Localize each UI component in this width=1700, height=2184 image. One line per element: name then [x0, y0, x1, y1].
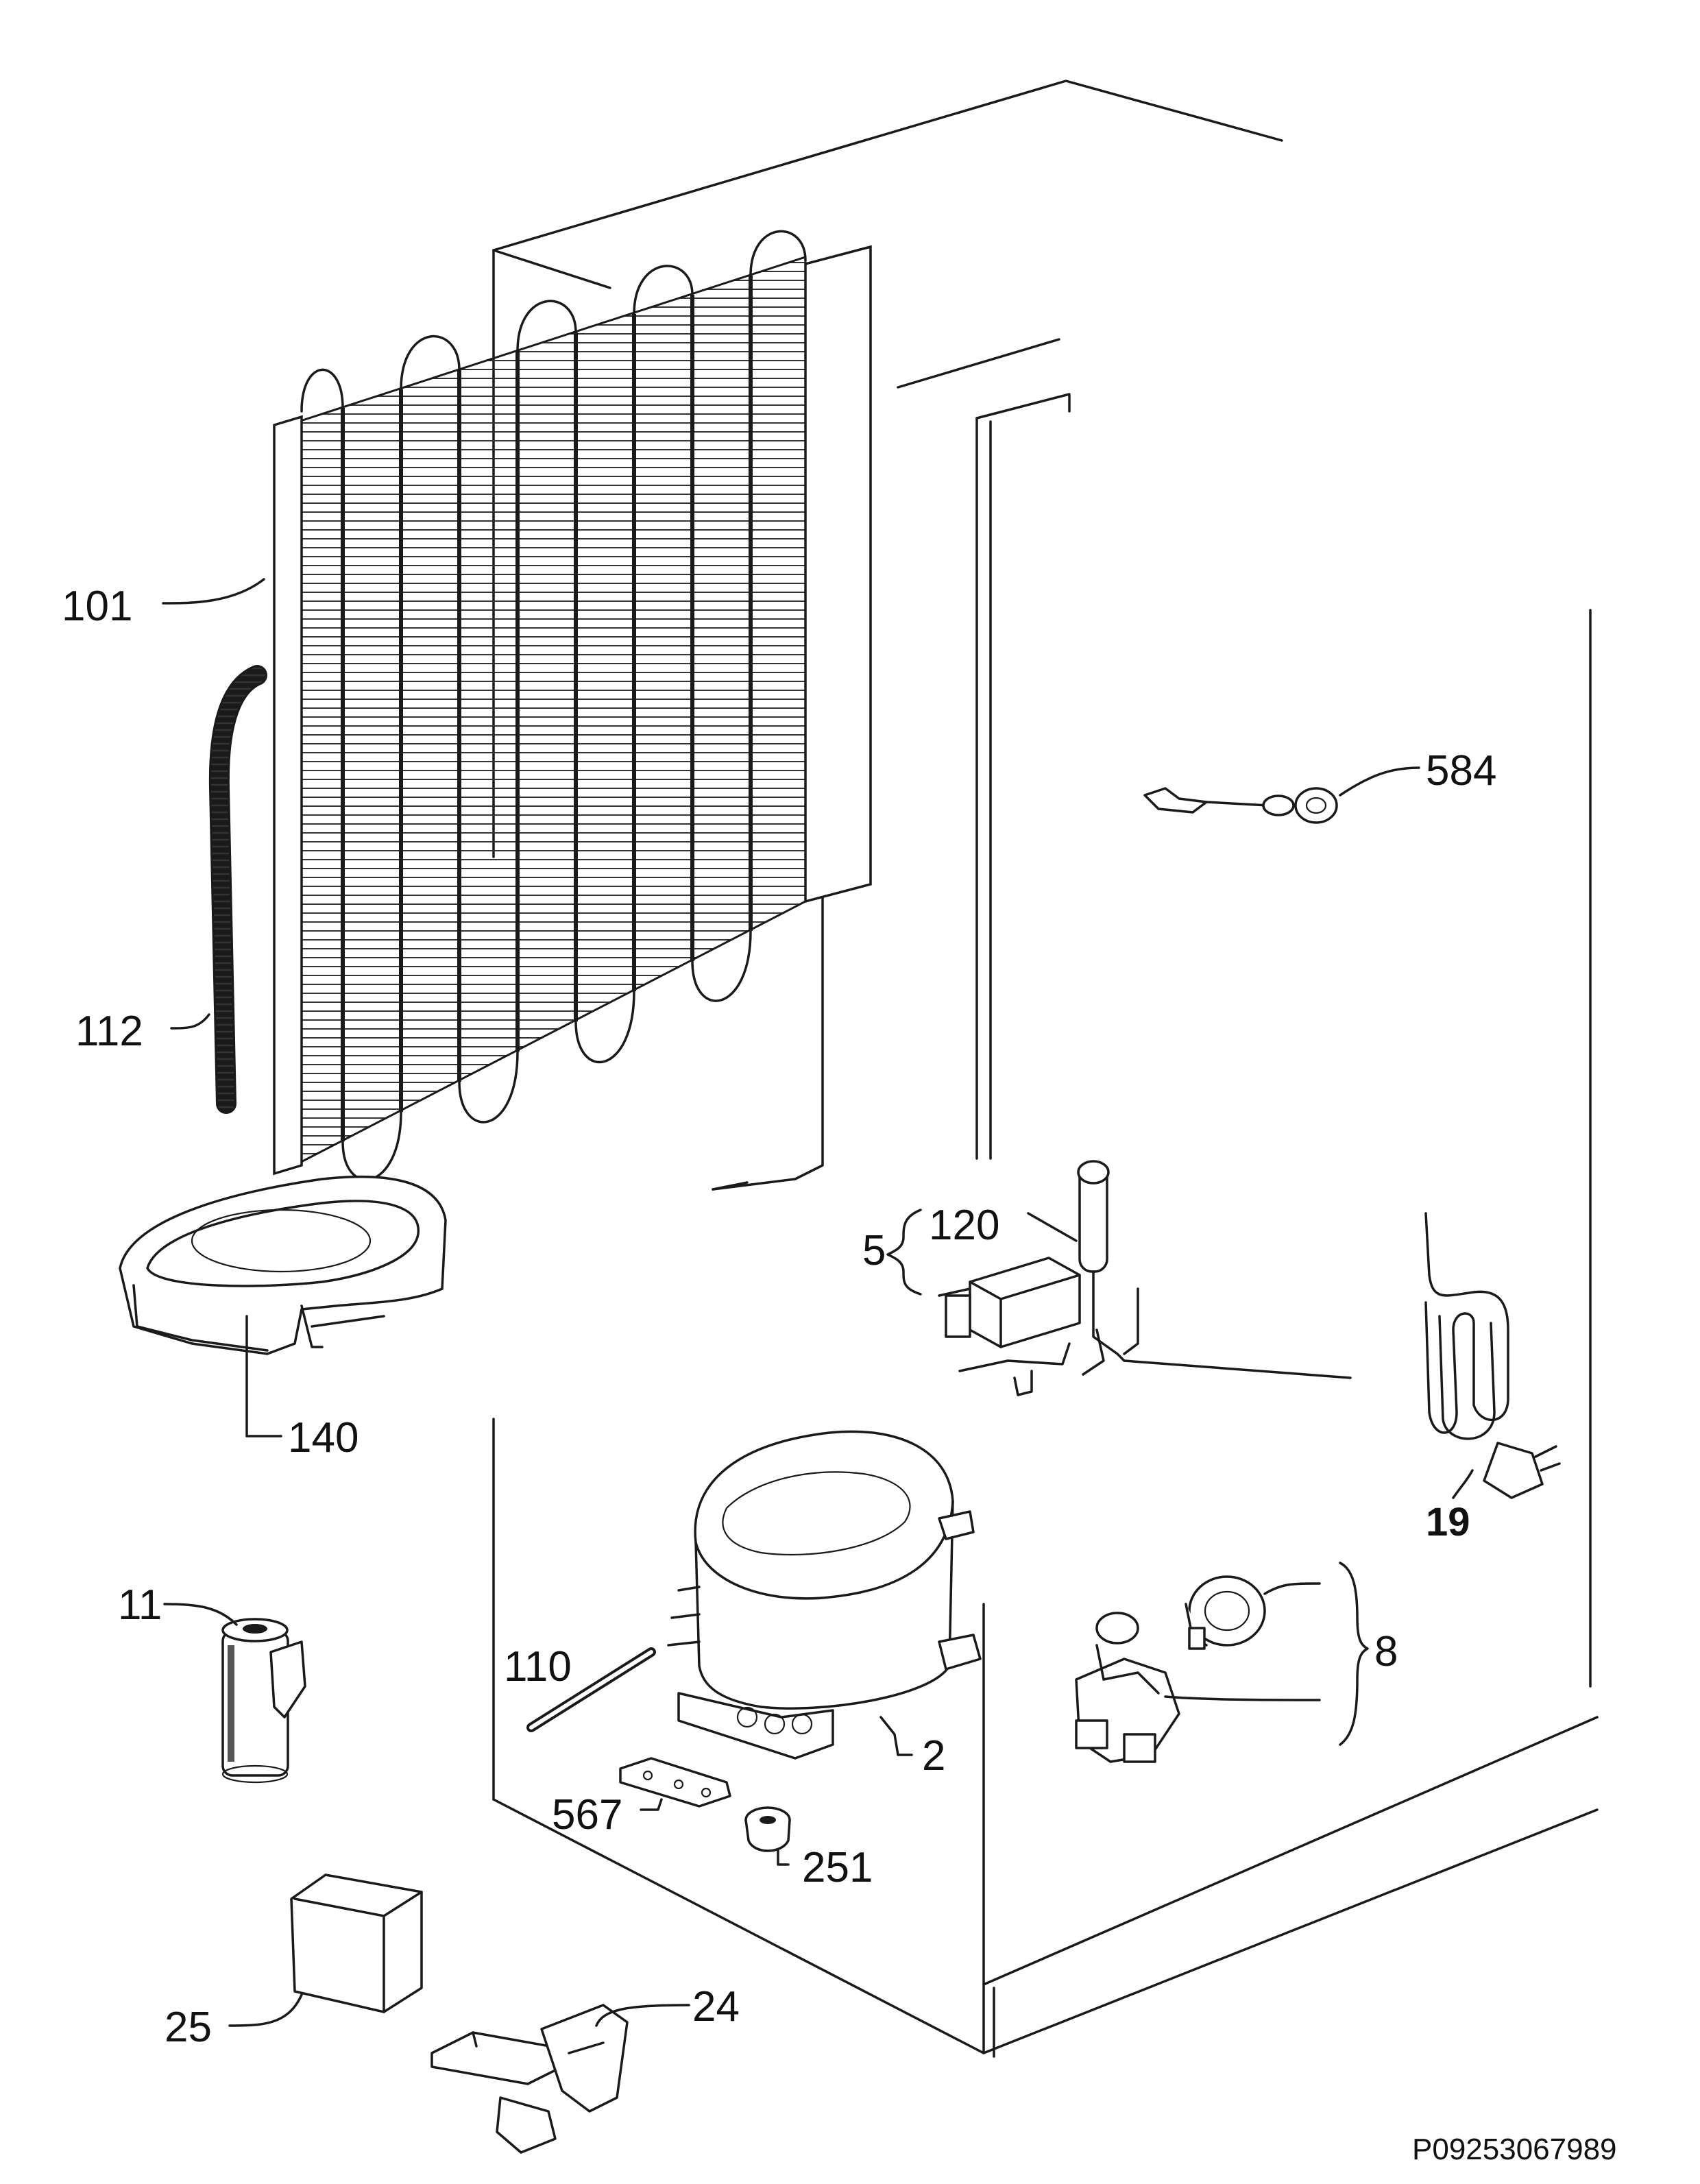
callout-251: 251 [802, 1844, 873, 1891]
callout-567: 567 [552, 1791, 622, 1839]
valve-drier-assembly-5 [945, 1160, 1352, 1396]
callout-120: 120 [929, 1202, 999, 1249]
callout-101: 101 [62, 583, 132, 630]
relay-overload-8 [1075, 1575, 1266, 1763]
sensor-part-584 [1143, 787, 1338, 824]
capacitor-11 [221, 1618, 306, 1784]
drain-hose-112 [208, 665, 267, 1114]
callout-19: 19 [1426, 1500, 1470, 1544]
callout-584: 584 [1426, 747, 1496, 794]
callout-140: 140 [288, 1414, 359, 1461]
callout-5: 5 [862, 1227, 886, 1274]
callout-25: 25 [165, 2004, 212, 2051]
evaporation-tray-140 [119, 1175, 447, 1355]
callout-110: 110 [504, 1643, 572, 1690]
grommet-251 [744, 1806, 791, 1852]
bracket-24 [430, 2004, 629, 2154]
callout-2: 2 [922, 1732, 945, 1780]
compressor-2 [667, 1430, 982, 1760]
callout-leaders [162, 578, 1474, 2027]
callout-24: 24 [692, 1983, 740, 2030]
bracket-567 [619, 1757, 731, 1808]
condenser-101 [273, 230, 872, 1191]
component-box-25 [290, 1873, 423, 2013]
callout-112: 112 [75, 1008, 143, 1055]
drawing-code: P09253067989 [1412, 2133, 1617, 2166]
tube-110 [526, 1647, 656, 1732]
callout-11: 11 [118, 1581, 162, 1629]
power-cord-19 [1424, 1212, 1561, 1499]
cabinet-outline [492, 80, 1599, 2058]
callout-8: 8 [1374, 1628, 1398, 1675]
